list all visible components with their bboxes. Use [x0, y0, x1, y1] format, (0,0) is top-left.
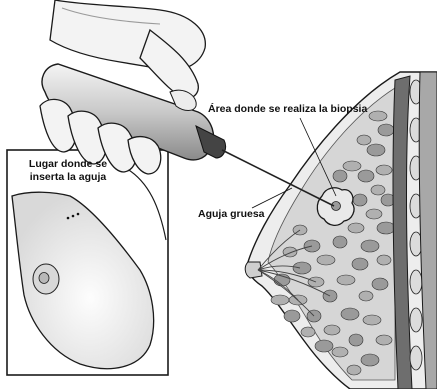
lobule	[283, 247, 297, 257]
lobule	[293, 262, 311, 274]
rib	[410, 308, 422, 332]
lobule	[315, 340, 333, 352]
lobule	[284, 310, 300, 322]
lobule	[357, 135, 371, 145]
lobule	[367, 144, 385, 156]
lobule	[377, 255, 391, 265]
insertion-site-label: Lugar donde se inserta la aguja	[16, 158, 120, 184]
lobule	[376, 335, 392, 345]
lobule	[332, 347, 348, 357]
lobule	[361, 354, 379, 366]
lobule	[358, 170, 374, 182]
lobule	[348, 223, 364, 233]
lobule	[369, 111, 387, 121]
lobule	[271, 295, 289, 305]
lobule	[366, 209, 382, 219]
thick-needle-label: Aguja gruesa	[198, 208, 265, 221]
lobule	[377, 222, 395, 234]
lobule	[301, 327, 315, 337]
lobule	[343, 161, 361, 171]
inset-nipple	[39, 273, 49, 284]
breast-cross-section	[245, 72, 437, 389]
rib	[410, 270, 422, 294]
lobule	[378, 124, 394, 136]
lobule	[333, 170, 347, 182]
lobule	[353, 194, 367, 206]
lobule	[371, 185, 385, 195]
biopsy-area-label: Área donde se realiza la biopsia	[208, 103, 367, 116]
lobule	[359, 291, 373, 301]
lobule	[363, 315, 381, 325]
lobule	[347, 365, 361, 375]
lobule	[333, 236, 347, 248]
lobule	[372, 278, 388, 290]
lobule	[341, 308, 359, 320]
lobule	[361, 240, 379, 252]
lobule	[352, 258, 368, 270]
rib	[410, 346, 422, 370]
lobule	[376, 165, 392, 175]
lobule	[317, 255, 335, 265]
lobule	[324, 325, 340, 335]
lobule	[349, 334, 363, 346]
lobule	[337, 275, 355, 285]
